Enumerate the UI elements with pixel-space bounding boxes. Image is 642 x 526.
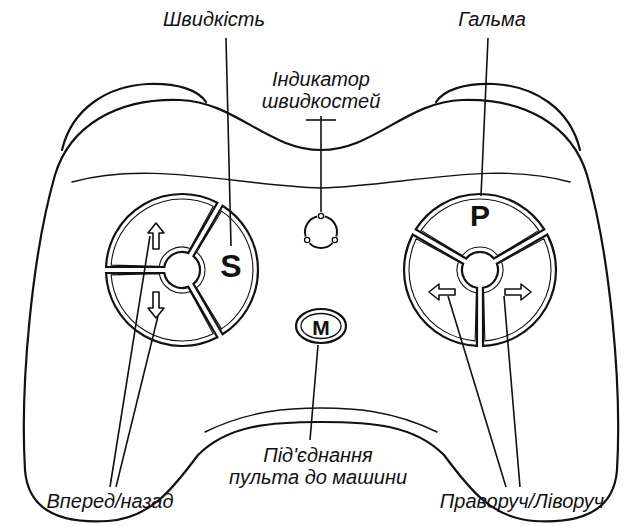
pad-sector-inset <box>421 199 539 256</box>
button-letter: M <box>312 316 330 339</box>
callout-label: Під'єднання пульта до машини <box>228 444 408 489</box>
callout-label: Гальма <box>417 8 567 30</box>
pairing-button <box>296 309 346 343</box>
left-bumper <box>62 84 206 150</box>
callout-label: Швидкість <box>129 8 299 30</box>
arrow-icon <box>505 284 531 300</box>
button-letter: P <box>470 199 490 232</box>
pad-sector-inset <box>111 199 213 266</box>
callout-label: Вперед/назад <box>20 490 200 512</box>
callout-text: Під'єднання пульта до машини <box>229 444 407 488</box>
brake-button: P <box>468 201 492 231</box>
right-bumper <box>436 84 580 150</box>
leader-line <box>110 38 520 487</box>
arrow-icon <box>148 223 164 249</box>
speed-indicator <box>305 213 338 248</box>
pad-sector-inset <box>484 239 551 341</box>
button-letter: S <box>220 248 241 284</box>
pad-sector-inset <box>196 211 253 329</box>
pad-sector-inset <box>409 239 476 341</box>
callout-text: Індикатор швидкостей <box>262 68 381 112</box>
pairing-button: M <box>310 317 332 338</box>
callout-text: Праворуч/Ліворуч <box>440 490 604 512</box>
body-contour <box>205 408 437 432</box>
arrow-icon <box>429 284 455 300</box>
pad-sector-inset <box>111 274 213 341</box>
callout-text: Вперед/назад <box>46 490 173 512</box>
callout-text: Гальма <box>458 8 526 30</box>
callout-text: Швидкість <box>163 8 265 30</box>
callout-label: Праворуч/Ліворуч <box>422 490 622 512</box>
callout-label: Індикатор швидкостей <box>251 68 391 113</box>
gamepad-body <box>24 100 618 521</box>
speed-button: S <box>218 250 243 282</box>
arrow-icon <box>148 292 164 318</box>
